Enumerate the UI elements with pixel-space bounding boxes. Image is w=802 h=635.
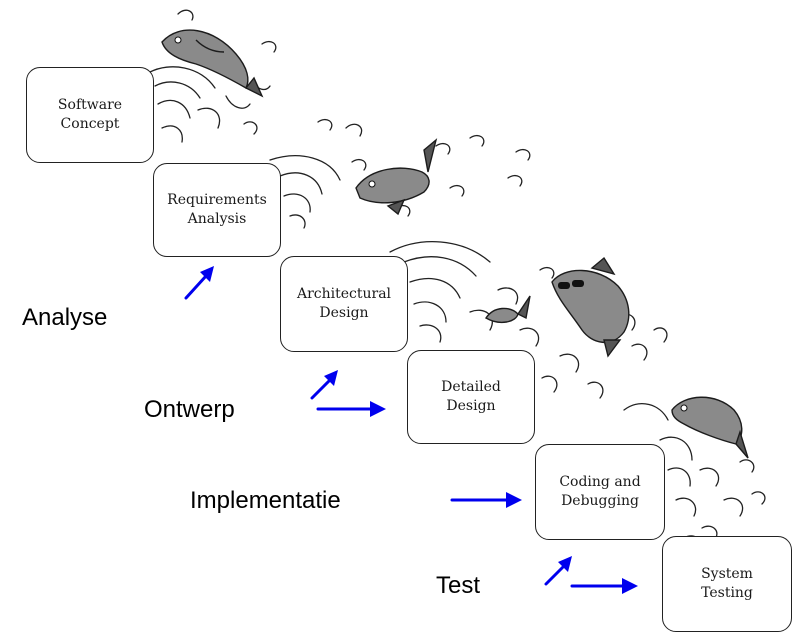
- fish-icon: [161, 29, 264, 98]
- fish-icon: [671, 396, 749, 459]
- arrow-icon: [316, 401, 386, 417]
- arrow-icon: [184, 266, 214, 300]
- stage-label-line1: System: [701, 566, 753, 583]
- fish-icon: [485, 295, 531, 324]
- stage-box-architectural-design: Architectural Design: [280, 256, 408, 352]
- stage-box-detailed-design: Detailed Design: [407, 350, 535, 444]
- phase-label-implementatie: Implementatie: [190, 487, 341, 514]
- stage-label-line1: Software: [57, 97, 123, 114]
- stage-label-line2: Concept: [60, 116, 120, 132]
- stage-label-line2: Design: [446, 398, 496, 414]
- arrow-icon: [310, 370, 338, 400]
- arrow-icon: [450, 492, 522, 508]
- phase-label-analyse: Analyse: [22, 304, 108, 331]
- stage-label-line1: Detailed: [441, 379, 501, 396]
- stage-label-line2: Design: [319, 305, 369, 321]
- stage-label-line2: Testing: [701, 585, 753, 601]
- phase-label-test: Test: [436, 572, 481, 599]
- water-splash: [149, 9, 277, 143]
- water-splash: [269, 118, 531, 229]
- water-splash: [389, 241, 668, 399]
- stage-box-requirements-analysis: Requirements Analysis: [153, 163, 281, 257]
- phase-label-ontwerp: Ontwerp: [144, 396, 235, 423]
- stage-label-line2: Debugging: [561, 493, 639, 509]
- stage-label-line1: Coding and: [559, 474, 641, 491]
- stage-box-system-testing: System Testing: [662, 536, 792, 632]
- arrow-icon: [544, 556, 572, 586]
- arrow-icon: [570, 578, 638, 594]
- fish-icon: [355, 138, 438, 216]
- stage-label-line2: Analysis: [187, 211, 247, 227]
- stage-label-line1: Requirements: [167, 192, 267, 209]
- stage-box-coding-and-debugging: Coding and Debugging: [535, 444, 665, 540]
- stage-box-software-concept: Software Concept: [26, 67, 154, 163]
- stage-label-line1: Architectural: [296, 286, 392, 303]
- fish-icon: [551, 256, 630, 358]
